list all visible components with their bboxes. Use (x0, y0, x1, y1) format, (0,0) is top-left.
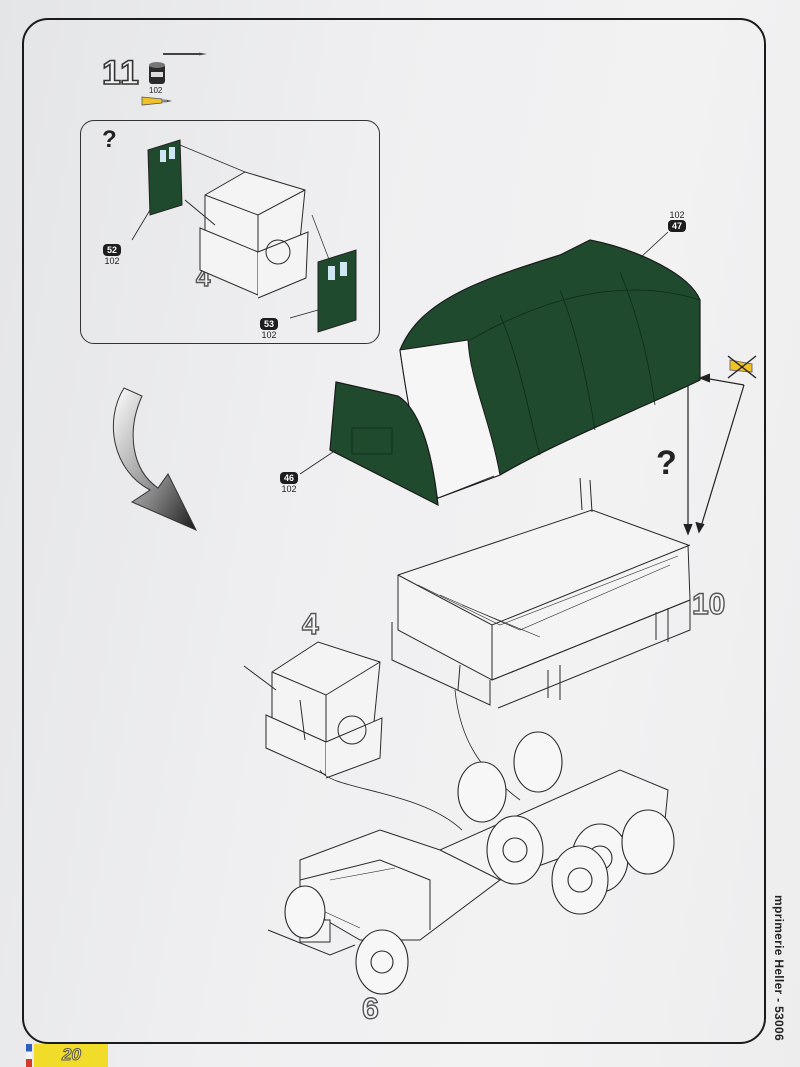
paint-pot-icon (149, 62, 165, 84)
side-credit: mprimerie Heller - 53006 (772, 895, 786, 1041)
flag-stripe (26, 1044, 32, 1067)
part-number: 52 (103, 244, 122, 256)
part-46-tag: 46 102 (280, 472, 299, 494)
paint-number: 102 (669, 210, 685, 220)
paint-number: 102 (104, 256, 120, 266)
part-53-tag: 53 102 (260, 318, 279, 340)
inset-assembly-ref: 4 (195, 261, 211, 292)
part-number: 47 (668, 220, 687, 232)
part-47-tag: 102 47 (668, 210, 687, 232)
step-number: 11 (101, 53, 140, 93)
page-frame (22, 18, 766, 1044)
paint-number: 102 (281, 484, 297, 494)
part-number: 46 (280, 472, 299, 484)
brush-icon (163, 52, 207, 56)
page-number: 20 (62, 1045, 82, 1065)
paint-number: 102 (261, 330, 277, 340)
part-number: 53 (260, 318, 279, 330)
glue-tube-icon (141, 96, 172, 106)
page-tab (34, 1044, 108, 1067)
part-52-tag: 52 102 (103, 244, 122, 266)
bed-assembly-ref: 10 (691, 587, 726, 621)
option-inset-box (80, 120, 380, 344)
inset-question-mark: ? (102, 126, 117, 153)
main-question-mark: ? (656, 444, 677, 482)
chassis-assembly-ref: 9 (361, 990, 379, 1024)
cab-assembly-ref: 4 (301, 607, 319, 641)
paint-number: 102 (149, 86, 163, 95)
